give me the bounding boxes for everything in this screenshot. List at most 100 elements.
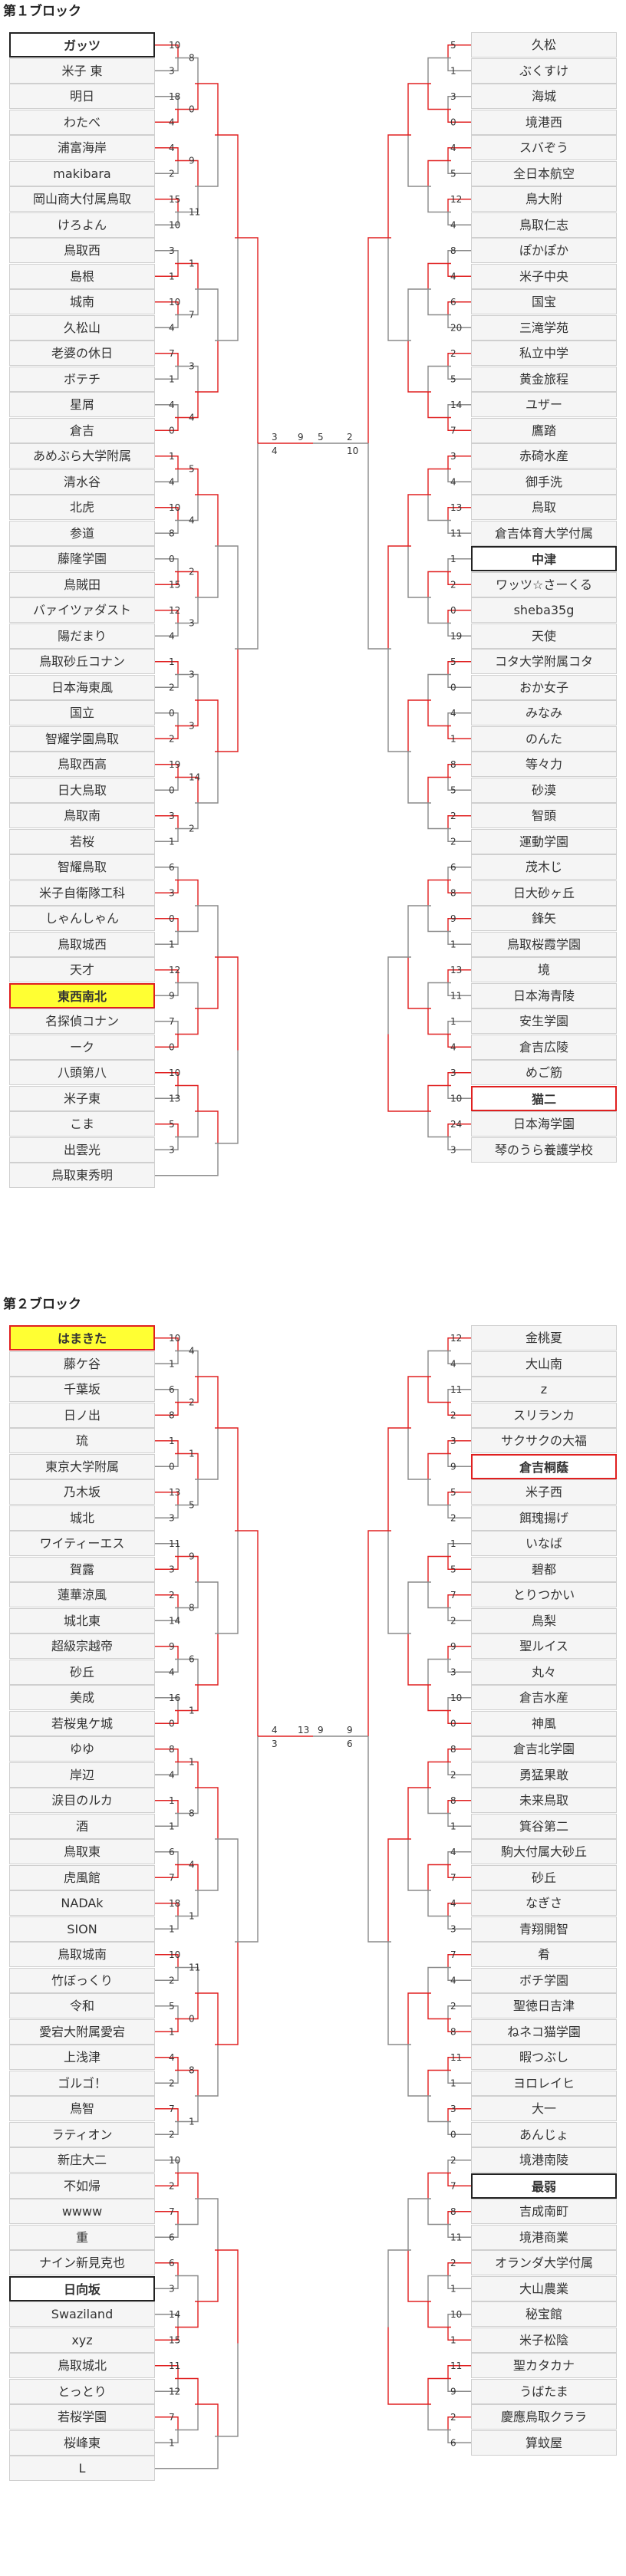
team-entry: 重 — [9, 2224, 155, 2250]
bracket-line — [155, 1137, 179, 1150]
bracket-line — [447, 1646, 471, 1660]
score-label: 8 — [189, 2065, 195, 2076]
team-entry: 虎風館 — [9, 1864, 155, 1890]
bracket-line — [155, 918, 179, 932]
bracket-line — [155, 828, 179, 842]
bracket-line — [155, 1085, 179, 1099]
bracket-line — [155, 2262, 179, 2276]
bracket-line — [427, 1555, 451, 1582]
score-label: 0 — [169, 425, 175, 436]
score-label: 9 — [169, 1641, 175, 1652]
score-label: 1 — [450, 2283, 456, 2294]
score-label: 2 — [450, 811, 456, 821]
score-label: 2 — [450, 579, 456, 590]
bracket-line — [427, 1890, 451, 1917]
score-label: 1 — [169, 2437, 175, 2448]
team-entry: 日大鳥取 — [9, 777, 155, 803]
bracket-line — [427, 289, 451, 316]
team-entry: 若桜鬼ケ城 — [9, 1710, 155, 1736]
bracket-line — [447, 212, 471, 225]
team-entry: 日大砂ヶ丘 — [471, 880, 617, 906]
team-entry: 日本海学園 — [471, 1111, 617, 1137]
score-label: 4 — [450, 1847, 456, 1857]
score-label: 8 — [169, 1744, 175, 1755]
team-entry: 島根 — [9, 263, 155, 289]
team-entry: 青翔開智 — [471, 1916, 617, 1942]
bracket-line — [175, 262, 199, 289]
score-label: 10 — [169, 502, 180, 513]
score-label: 3 — [169, 2283, 175, 2294]
bracket-line — [155, 1389, 179, 1403]
team-entry: 智耀学園鳥取 — [9, 725, 155, 752]
score-label: 2 — [450, 1410, 456, 1420]
team-entry: ゴルゴ！ — [9, 2070, 155, 2096]
bracket-line — [175, 700, 199, 727]
bracket-line — [367, 237, 391, 443]
team-entry: 金桃夏 — [471, 1325, 617, 1351]
bracket-line — [175, 982, 199, 1008]
bracket-line — [447, 982, 471, 996]
team-entry: xyz — [9, 2327, 155, 2353]
score-label: 4 — [169, 630, 175, 641]
bracket-line — [447, 1864, 471, 1878]
team-entry: 米子中央 — [471, 263, 617, 289]
team-entry: こま — [9, 1111, 155, 1137]
score-label: 3 — [450, 1436, 456, 1446]
bracket-line — [175, 1582, 199, 1609]
team-entry: 日本海青陵 — [471, 982, 617, 1008]
score-label: 13 — [450, 502, 462, 513]
bracket-line — [155, 520, 179, 534]
bracket-line — [387, 649, 411, 752]
team-entry: 鳥取城北 — [9, 2353, 155, 2378]
bracket-line — [195, 2403, 219, 2436]
bracket-line — [215, 2343, 239, 2437]
bracket-line — [407, 288, 431, 341]
team-entry: 天使 — [471, 623, 617, 649]
bracket-line — [175, 1966, 199, 1993]
bracket-line — [175, 289, 199, 316]
team-entry: ーク — [9, 1034, 155, 1060]
team-entry: いなば — [471, 1531, 617, 1556]
bracket-line — [447, 1034, 471, 1048]
team-entry: 米子 東 — [9, 58, 155, 84]
bracket-line — [155, 314, 179, 328]
bracket-line — [407, 905, 431, 957]
score-label: 0 — [169, 1041, 175, 1052]
team-entry: 倉吉北学園 — [471, 1736, 617, 1762]
score-label: 3 — [169, 1512, 175, 1523]
team-entry: ゆゆ — [9, 1736, 155, 1762]
bracket-line — [427, 2096, 451, 2123]
team-entry: 鳥取東秀明 — [9, 1163, 155, 1188]
team-entry: makibara — [9, 160, 155, 186]
team-entry: 城南 — [9, 289, 155, 314]
bracket-line — [195, 752, 219, 804]
team-entry: ナイン新見克也 — [9, 2250, 155, 2275]
bracket-line — [155, 1697, 179, 1711]
score-label: 0 — [169, 785, 175, 795]
bracket-line — [195, 494, 219, 546]
bracket-line — [407, 1428, 431, 1480]
score-label: 8 — [450, 2206, 456, 2217]
bracket-line — [447, 1389, 471, 1403]
bracket-line — [427, 84, 451, 110]
bracket-line — [427, 186, 451, 213]
team-entry: はまきた — [9, 1325, 155, 1351]
team-entry: 鳥取南 — [9, 803, 155, 828]
score-label: 5 — [169, 2001, 175, 2012]
bracket-line — [447, 456, 471, 469]
score-label: 2 — [450, 836, 456, 847]
team-entry: 倉吉体育大学付属 — [471, 520, 617, 546]
team-entry: 砂丘 — [471, 1864, 617, 1890]
score-label: 4 — [169, 476, 175, 487]
bracket-line — [175, 392, 199, 419]
score-label: 11 — [189, 207, 200, 218]
bracket-line — [447, 1492, 471, 1505]
team-entry: 賀露 — [9, 1556, 155, 1582]
bracket-line — [447, 1402, 471, 1416]
bracket-line — [195, 2198, 219, 2250]
team-entry: 鋒矢 — [471, 906, 617, 931]
bracket-line — [195, 905, 219, 957]
bracket-line — [155, 2275, 179, 2289]
bracket-line — [407, 957, 431, 1009]
team-entry: 東京大学附属 — [9, 1453, 155, 1479]
